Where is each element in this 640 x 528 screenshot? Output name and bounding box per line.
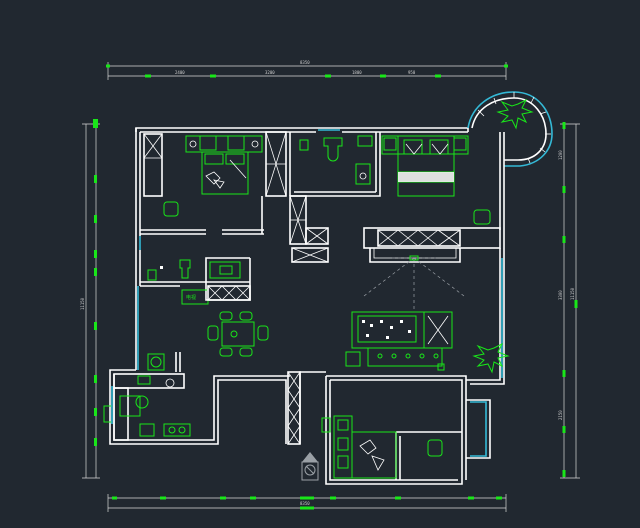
exterior-walls bbox=[109, 91, 553, 485]
dim-bottom-total: 8350 bbox=[300, 501, 310, 506]
dim-right-3: 2150 bbox=[558, 410, 563, 420]
left-storage bbox=[143, 133, 163, 197]
bedroom-1-furniture bbox=[163, 135, 263, 217]
dim-top-4: 950 bbox=[408, 70, 416, 75]
sofa-icon bbox=[351, 311, 453, 349]
dimension-left: 11150 bbox=[80, 119, 100, 479]
dim-top-2: 3200 bbox=[265, 70, 275, 75]
dining-table-icon bbox=[207, 311, 269, 357]
interior-walls bbox=[140, 131, 501, 480]
dim-top-1: 2400 bbox=[175, 70, 185, 75]
compass-icon bbox=[301, 452, 319, 481]
living-room-furniture bbox=[345, 255, 465, 371]
dimension-bottom: 8350 bbox=[107, 494, 507, 512]
dim-right-1: 1200 bbox=[558, 150, 563, 160]
kitchen-fixtures bbox=[103, 353, 191, 441]
dimension-top: 8350 2400 3200 1800 950 bbox=[106, 60, 508, 80]
bed-icon bbox=[201, 151, 249, 195]
dimension-right: 11150 1200 3300 2150 bbox=[558, 122, 580, 479]
bathroom-fixtures bbox=[299, 135, 373, 185]
washing-machine-icon bbox=[147, 353, 165, 371]
dim-right-total: 11150 bbox=[570, 287, 575, 300]
bed-icon bbox=[351, 431, 397, 479]
toilet-icon bbox=[323, 137, 343, 162]
dim-top-total: 8350 bbox=[300, 60, 310, 65]
stove-icon bbox=[139, 423, 191, 437]
master-bedroom-furniture bbox=[381, 135, 491, 225]
bed-icon bbox=[397, 135, 455, 197]
bedroom-3-furniture bbox=[321, 415, 443, 479]
dining-furniture: 电视 bbox=[147, 259, 269, 357]
dim-top-3: 1800 bbox=[352, 70, 362, 75]
tv-unit-label: 电视 bbox=[186, 294, 196, 301]
dim-right-2: 3300 bbox=[558, 290, 563, 300]
plant-icon bbox=[496, 98, 534, 130]
dim-left-total: 11150 bbox=[80, 297, 85, 310]
plant-icon bbox=[472, 342, 510, 374]
